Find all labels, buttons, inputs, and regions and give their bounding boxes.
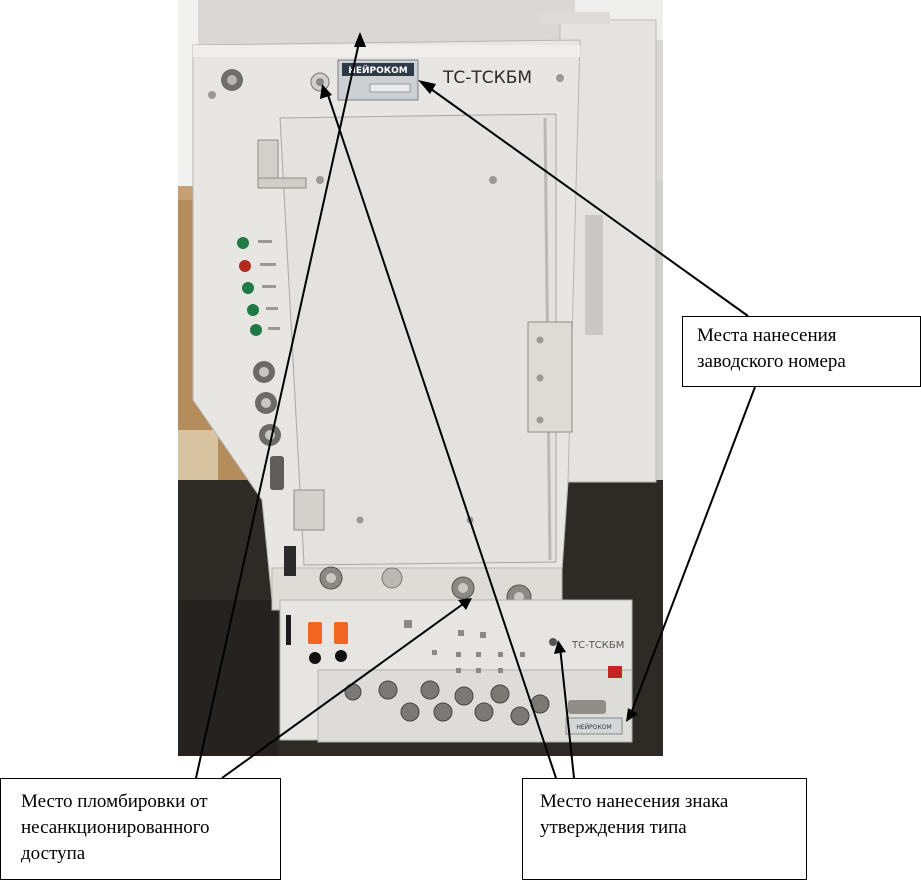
lower-unit: ТС-ТСКБМ НЕЙРОКОМ: [279, 599, 633, 743]
callout-type-line1: Место нанесения знака: [540, 791, 729, 812]
lower-badge-brand: НЕЙРОКОМ: [576, 724, 611, 731]
callout-seal-line3: доступа: [21, 843, 86, 864]
pointer-arrowheads: [320, 32, 638, 722]
callout-serial-line2: заводского номера: [697, 351, 846, 372]
callout-type-line2: утверждения типа: [540, 817, 687, 838]
callout-serial-number: Места нанесения заводского номера: [682, 316, 921, 387]
pointer-lines: [195, 37, 756, 779]
callout-seal-line2: несанкционированного: [21, 817, 210, 838]
nameplate-brand: НЕЙРОКОМ: [348, 64, 407, 76]
nameplate-model: ТС-ТСКБМ: [442, 68, 532, 88]
callout-serial-line1: Места нанесения: [697, 325, 837, 346]
callout-type-approval: Место нанесения знака утверждения типа: [522, 778, 807, 880]
side-indicators: [237, 237, 296, 576]
callout-seal-line1: Место пломбировки от: [21, 791, 208, 812]
lower-panel-label: ТС-ТСКБМ: [571, 640, 624, 651]
callout-seal: Место пломбировки от несанкционированног…: [0, 778, 281, 880]
